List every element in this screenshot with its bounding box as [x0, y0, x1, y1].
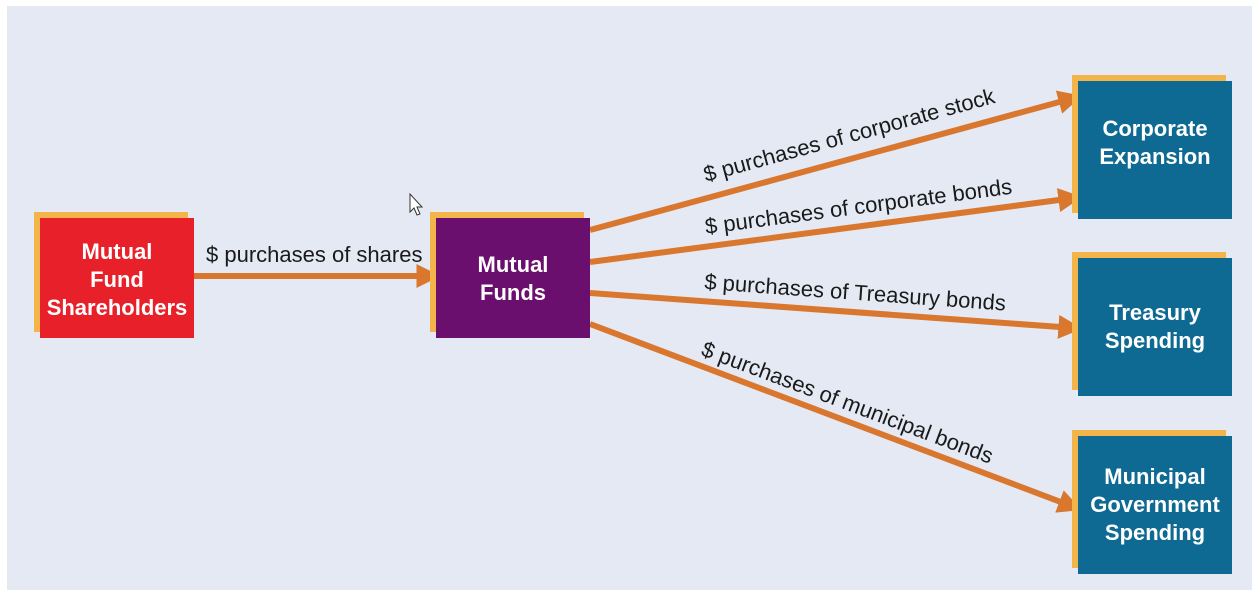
node-corporate-line-2: Expansion	[1099, 144, 1210, 169]
node-shareholders-box	[40, 218, 194, 338]
node-corporate-box	[1078, 81, 1232, 219]
arrow-corporate-bonds	[589, 188, 1083, 265]
node-shareholders-line-1: Mutual	[82, 239, 153, 264]
node-corporate: Corporate Expansion	[1072, 75, 1232, 219]
node-municipal: Municipal Government Spending	[1072, 430, 1232, 574]
node-municipal-line-1: Municipal	[1104, 464, 1205, 489]
arrow-municipal-bonds	[588, 321, 1082, 513]
node-funds-line-2: Funds	[480, 280, 546, 305]
mouse-cursor-icon	[409, 192, 424, 216]
edge-label-treasury-bonds: $ purchases of Treasury bonds	[704, 269, 1007, 316]
node-treasury-line-1: Treasury	[1109, 300, 1201, 325]
node-shareholders-line-3: Shareholders	[47, 295, 188, 320]
node-funds-box	[436, 218, 590, 338]
edge-label-municipal-bonds: $ purchases of municipal bonds	[698, 336, 996, 468]
node-treasury: Treasury Spending	[1072, 252, 1232, 396]
node-shareholders: Mutual Fund Shareholders	[34, 212, 194, 338]
node-shareholders-line-2: Fund	[90, 267, 144, 292]
node-treasury-box	[1078, 258, 1232, 396]
node-corporate-line-1: Corporate	[1102, 116, 1207, 141]
node-funds-line-1: Mutual	[478, 252, 549, 277]
node-treasury-line-2: Spending	[1105, 328, 1205, 353]
edge-label-corporate-stock: $ purchases of corporate stock	[701, 83, 999, 187]
node-municipal-box	[1078, 436, 1232, 574]
arrow-treasury-bonds	[589, 290, 1083, 339]
node-municipal-line-3: Spending	[1105, 520, 1205, 545]
arrow-corporate-stock	[589, 90, 1083, 233]
edge-label-shares: $ purchases of shares	[206, 242, 422, 267]
node-municipal-line-2: Government	[1090, 492, 1220, 517]
node-funds: Mutual Funds	[430, 212, 590, 338]
